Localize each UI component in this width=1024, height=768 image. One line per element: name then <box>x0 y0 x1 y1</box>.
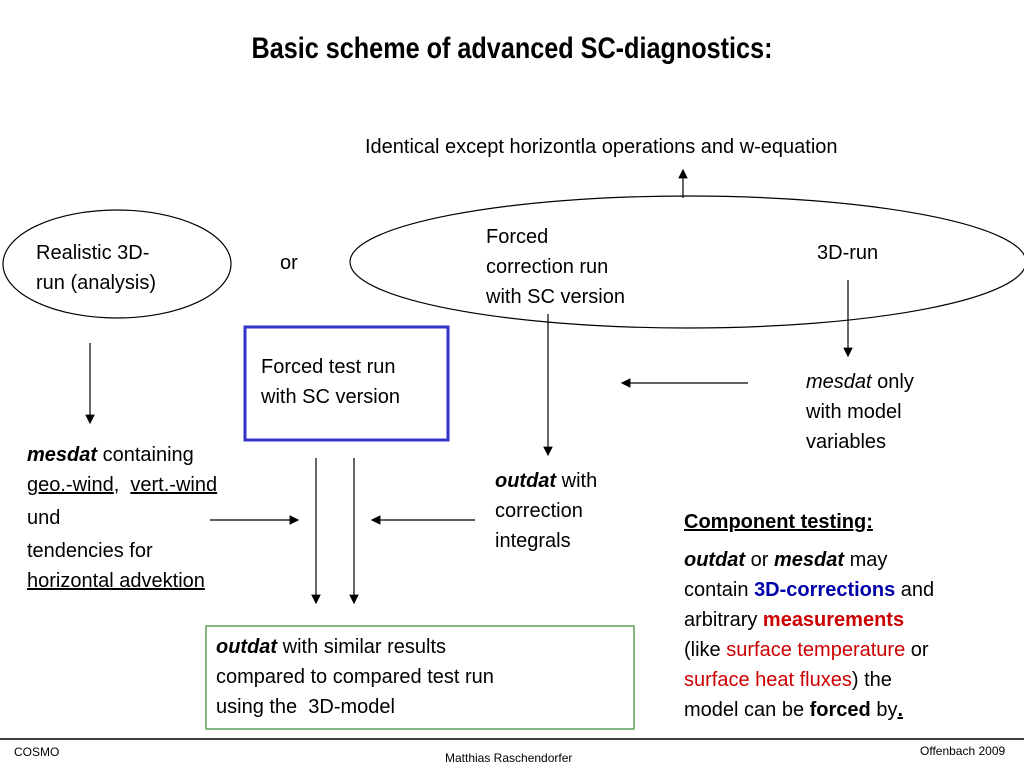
slide-title: Basic scheme of advanced SC-diagnostics: <box>251 32 773 65</box>
forced-test-box <box>243 325 450 442</box>
forced-correction-line-2: correction run <box>486 256 609 278</box>
mesdat-containing-label: mesdat containing geo.-wind, vert.-wind … <box>27 440 287 596</box>
component-by: by <box>870 699 898 721</box>
outdat-correction-line-2: correction <box>495 500 583 522</box>
component-or-2: or <box>905 639 929 661</box>
mesdat-only-rest: only <box>871 371 914 393</box>
realistic-line-1: Realistic 3D- <box>36 242 150 264</box>
component-3d-corrections: 3D-corrections <box>754 579 896 601</box>
component-outdat-word: outdat <box>684 549 746 571</box>
footer-left: COSMO <box>14 745 60 759</box>
component-measurements: measurements <box>762 609 905 631</box>
tendencies-text: tendencies for <box>27 540 153 562</box>
forced-correction-label: Forced correction run with SC version <box>486 222 625 312</box>
component-the: ) the <box>851 669 892 691</box>
outdat-result-line-3: using the 3D-model <box>216 696 395 718</box>
mesdat-only-label: mesdat only with model variables <box>806 367 914 457</box>
component-contain: contain <box>684 579 755 601</box>
outdat-result-word: outdat <box>216 636 278 658</box>
component-testing-block: Component testing: outdat or mesdat may … <box>684 507 1014 725</box>
mesdat-only-word: mesdat <box>806 371 872 393</box>
mesdat-only-line-3: variables <box>806 431 887 453</box>
outdat-correction-word: outdat <box>495 470 557 492</box>
forced-test-line-1: Forced test run <box>261 356 396 378</box>
component-testing-heading: Component testing: <box>684 511 873 533</box>
component-like: (like <box>684 639 727 661</box>
component-or: or <box>745 549 774 571</box>
outdat-result-box <box>205 625 635 730</box>
geo-wind-text: geo.-wind <box>27 474 114 496</box>
wind-separator: , <box>113 474 131 496</box>
footer-center: Matthias Raschendorfer <box>445 751 573 765</box>
outdat-result-label: outdat with similar results compared to … <box>216 632 494 722</box>
component-mesdat-word: mesdat <box>774 549 845 571</box>
component-may: may <box>844 549 888 571</box>
realistic-run-ellipse <box>2 209 232 319</box>
mesdat-containing-rest: containing <box>97 444 194 466</box>
vert-wind-text: vert.-wind <box>130 474 218 496</box>
und-text: und <box>27 507 61 529</box>
outdat-result-line-2: compared to compared test run <box>216 666 494 688</box>
outdat-correction-rest: with <box>556 470 598 492</box>
component-forced: forced <box>809 699 871 721</box>
three-d-run-label: 3D-run <box>817 242 879 264</box>
realistic-run-label: Realistic 3D- run (analysis) <box>36 238 156 298</box>
component-and: and <box>895 579 935 601</box>
mesdat-only-line-2: with model <box>806 401 902 423</box>
mesdat-containing-word: mesdat <box>27 444 98 466</box>
forced-correction-line-3: with SC version <box>486 286 625 308</box>
component-model-can-be: model can be <box>684 699 810 721</box>
forced-test-label: Forced test run with SC version <box>261 352 400 412</box>
component-dot: . <box>897 699 904 721</box>
realistic-line-2: run (analysis) <box>36 272 157 294</box>
component-surface-temperature: surface temperature <box>726 639 906 661</box>
forced-test-line-2: with SC version <box>261 386 400 408</box>
forced-correction-line-1: Forced <box>486 226 549 248</box>
outdat-correction-label: outdat with correction integrals <box>495 466 597 556</box>
forced-correction-ellipse <box>349 195 1024 329</box>
identical-note: Identical except horizontla operations a… <box>365 136 838 158</box>
component-surface-heat-fluxes: surface heat fluxes <box>684 669 852 691</box>
or-label: or <box>280 252 298 274</box>
outdat-correction-line-3: integrals <box>495 530 571 552</box>
outdat-result-rest: with similar results <box>277 636 447 658</box>
footer-right: Offenbach 2009 <box>920 744 1006 758</box>
horizontal-advektion-text: horizontal advektion <box>27 570 205 592</box>
component-arbitrary: arbitrary <box>684 609 763 631</box>
